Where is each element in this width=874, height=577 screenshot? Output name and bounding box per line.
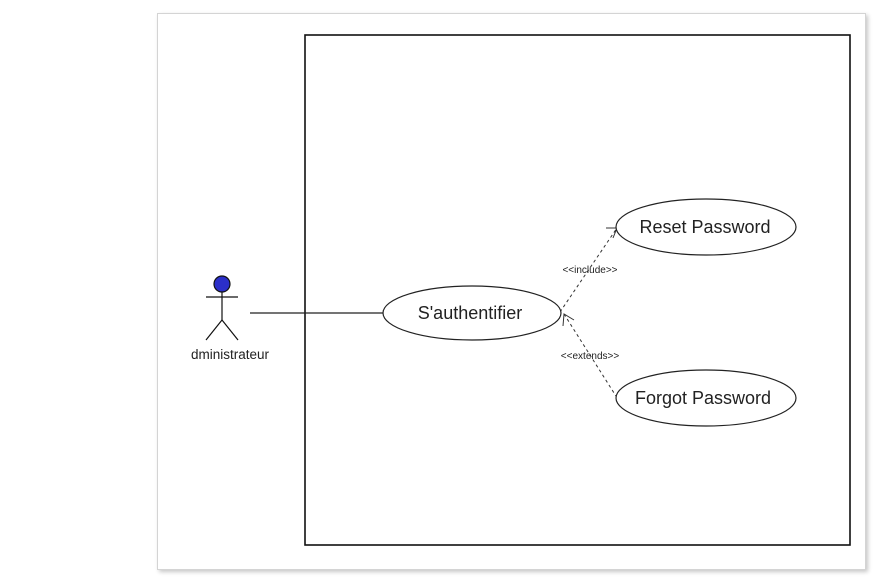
extends-stereotype-label: <<extends>>	[561, 351, 620, 362]
actor-left-leg	[205, 319, 223, 341]
usecase-forgot-password-shape	[615, 369, 797, 427]
usecase-forgot-password[interactable]: Forgot Password	[615, 369, 797, 427]
usecase-sauthentifier-label: S'authentifier	[418, 303, 523, 323]
usecase-reset-password-label: Reset Password	[639, 217, 770, 237]
extends-arrowhead	[562, 313, 575, 327]
actor-head	[213, 275, 231, 293]
usecase-sauthentifier-shape	[382, 285, 562, 341]
actor-administrateur[interactable]: dministrateur	[191, 275, 270, 362]
usecase-sauthentifier[interactable]: S'authentifier	[382, 285, 562, 341]
usecase-reset-password[interactable]: Reset Password	[615, 198, 797, 256]
usecase-forgot-password-label: Forgot Password	[635, 388, 771, 408]
include-stereotype-label: <<include>>	[562, 265, 617, 276]
usecase-reset-password-shape	[615, 198, 797, 256]
system-boundary	[304, 34, 851, 546]
actor-right-leg	[221, 319, 239, 341]
include-relation-line	[559, 227, 618, 313]
actor-label: dministrateur	[191, 347, 270, 362]
